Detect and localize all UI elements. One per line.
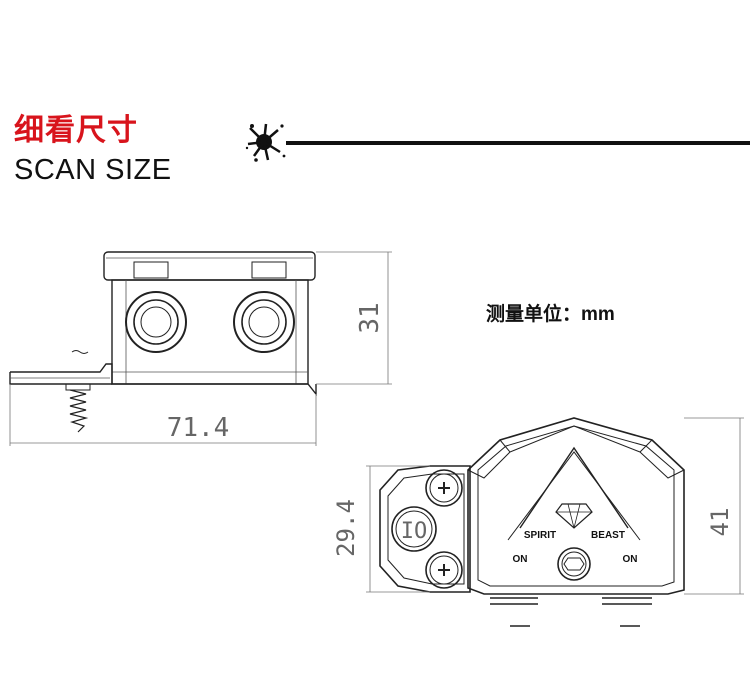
right-height-dimension-label: 41: [706, 508, 734, 537]
header-rule: [286, 141, 750, 145]
unit-note: 测量单位：mm: [486, 304, 615, 325]
left-height-dimension-label: 29.4: [332, 499, 360, 557]
top-dimensions: [366, 417, 744, 595]
width-dimension-label: 71.4: [167, 413, 230, 443]
section-title-cn: 细看尺寸: [14, 114, 138, 147]
logo-left-text: SPIRIT: [524, 530, 556, 541]
top-view: [379, 417, 685, 627]
side-view: [9, 251, 317, 433]
logo-right-text: BEAST: [591, 530, 625, 541]
io-button-label: IO: [401, 519, 428, 544]
on-left-label: ON: [513, 554, 528, 565]
height-dimension-label: 31: [355, 302, 385, 333]
side-dimensions: [9, 251, 392, 446]
ink-splat-icon: [245, 123, 286, 162]
on-right-label: ON: [623, 554, 638, 565]
section-title-en: SCAN SIZE: [14, 154, 172, 186]
